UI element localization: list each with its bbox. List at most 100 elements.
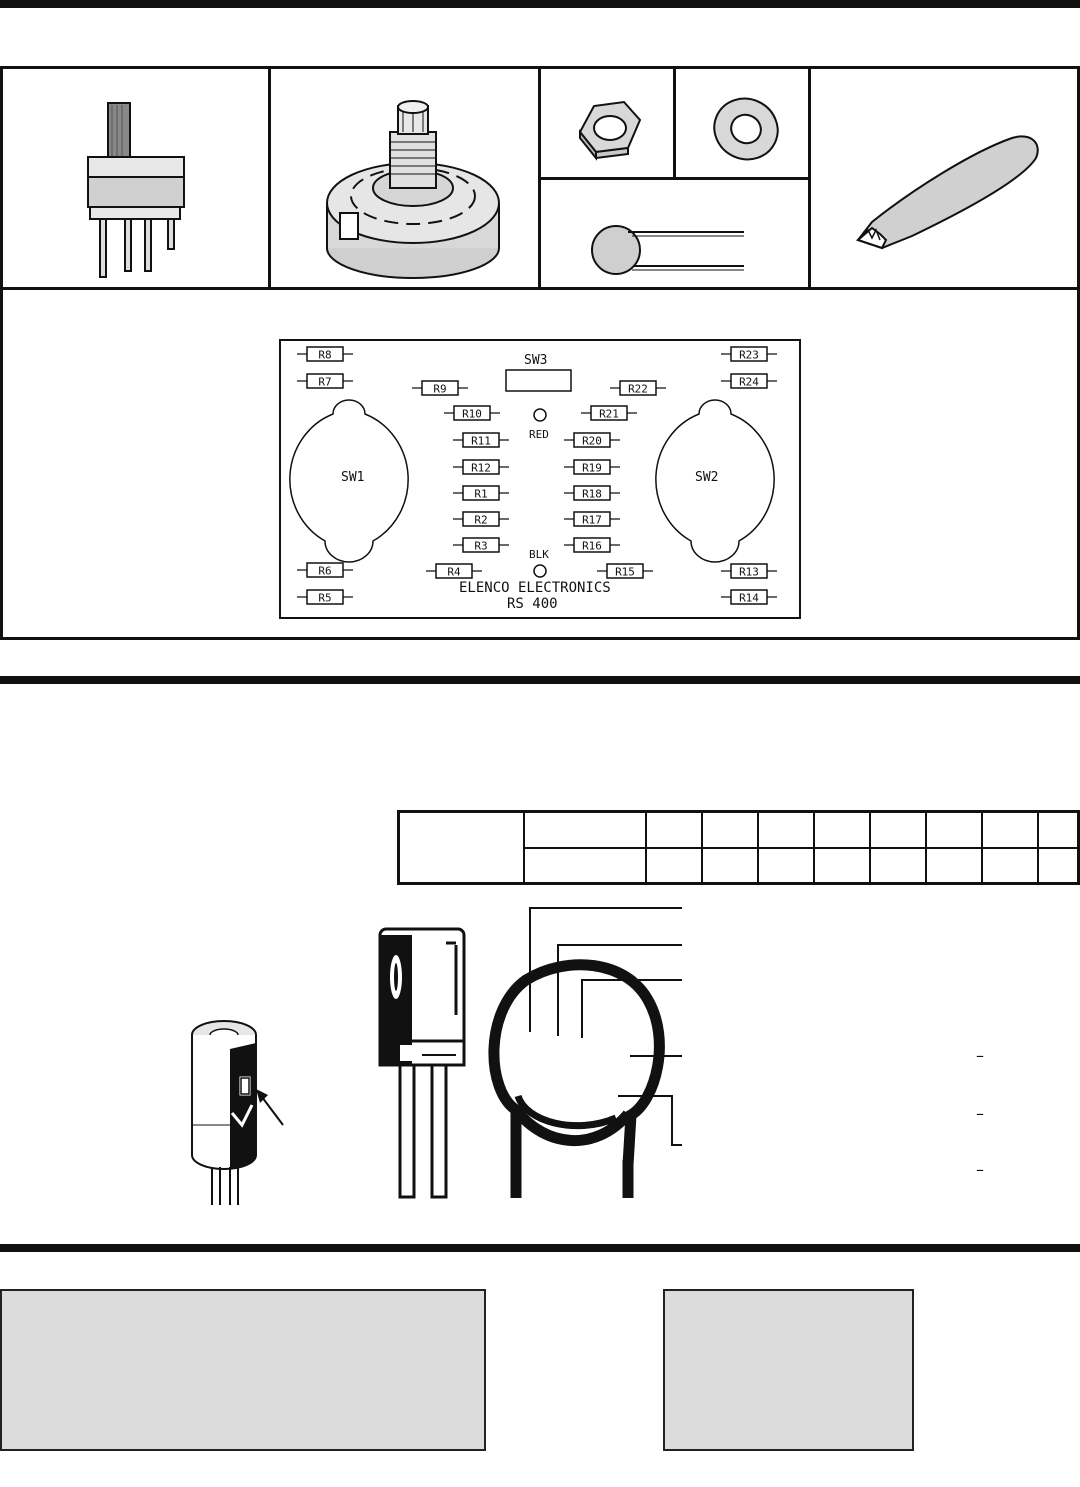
- resistor-footprint: R19: [564, 459, 620, 475]
- capacitor-mark: –: [976, 1104, 984, 1123]
- resistor-footprint: R3: [453, 537, 509, 553]
- resistor-label: R6: [318, 565, 331, 578]
- table-cell: [925, 846, 983, 885]
- resistor-footprint: R2: [453, 511, 509, 527]
- resistor-label: R11: [471, 435, 491, 448]
- resistor-footprint: R5: [297, 589, 353, 605]
- resistor-label: R9: [433, 383, 446, 396]
- table-cell: [925, 810, 983, 849]
- resistor-label: R24: [739, 376, 759, 389]
- resistor-label: R16: [582, 540, 602, 553]
- resistor-label: R2: [474, 514, 487, 527]
- resistor-label: R3: [474, 540, 487, 553]
- value-table: [397, 810, 1080, 885]
- gray-panel-left: [0, 1289, 486, 1451]
- panel-divider-3: [673, 66, 676, 178]
- table-cell: [523, 846, 647, 885]
- resistor-footprint: R17: [564, 511, 620, 527]
- resistor-footprint: R23: [721, 346, 777, 362]
- alligator-clip-image: [852, 130, 1044, 260]
- table-cell-label: [397, 810, 525, 885]
- resistor-label: R23: [739, 349, 759, 362]
- sw1-outline: [289, 399, 409, 563]
- sw2-label: SW2: [695, 470, 718, 485]
- resistor-label: R22: [628, 383, 648, 396]
- resistor-label: R17: [582, 514, 602, 527]
- hex-nut-image: [570, 92, 650, 162]
- resistor-footprint: R20: [564, 432, 620, 448]
- gray-panel-right: [663, 1289, 914, 1451]
- table-cell: [645, 810, 703, 849]
- resistor-footprint: R7: [297, 373, 353, 389]
- resistor-label: R20: [582, 435, 602, 448]
- table-cell: [701, 846, 759, 885]
- resistor-footprint: R4: [426, 563, 482, 579]
- table-cell: [981, 810, 1039, 849]
- table-cell: [757, 846, 815, 885]
- disc-capacitor-diagram: [486, 900, 691, 1200]
- resistor-label: R5: [318, 592, 331, 605]
- disc-capacitor-image: [588, 218, 748, 282]
- resistor-footprint: R21: [581, 405, 637, 421]
- resistor-label: R7: [318, 376, 331, 389]
- panel-divider-1: [268, 66, 271, 289]
- resistor-label: R1: [474, 488, 487, 501]
- panel-divider-5: [538, 177, 810, 180]
- table-cell: [645, 846, 703, 885]
- resistor-label: R14: [739, 592, 759, 605]
- pcb-layout: SW1 SW2 SW3 RED BLK ELENCO ELECTRONICS R…: [279, 339, 801, 619]
- resistor-footprint: R24: [721, 373, 777, 389]
- slide-switch-image: [70, 95, 200, 285]
- resistor-footprint: R6: [297, 562, 353, 578]
- middle-rule: [0, 676, 1080, 684]
- capacitor-mark: –: [976, 1046, 984, 1065]
- resistor-label: R18: [582, 488, 602, 501]
- bottom-rule: [0, 1244, 1080, 1252]
- electrolytic-capacitor-small: [186, 1015, 296, 1210]
- red-led-hole: [533, 408, 547, 422]
- resistor-label: R4: [447, 566, 461, 579]
- rotary-switch-image: [318, 98, 508, 288]
- resistor-footprint: R18: [564, 485, 620, 501]
- resistor-footprint: R8: [297, 346, 353, 362]
- resistor-label: R10: [462, 408, 482, 421]
- table-cell: [813, 810, 871, 849]
- blk-label: BLK: [529, 548, 549, 561]
- resistor-footprint: R1: [453, 485, 509, 501]
- table-cell: [869, 846, 927, 885]
- sw1-label: SW1: [341, 470, 364, 485]
- electrolytic-capacitor-large: [372, 925, 472, 1200]
- flat-washer-image: [706, 92, 786, 166]
- table-cell: [1037, 846, 1080, 885]
- resistor-label: R8: [318, 349, 331, 362]
- resistor-footprint: R15: [597, 563, 653, 579]
- sw3-label: SW3: [524, 353, 547, 368]
- resistor-footprint: R14: [721, 589, 777, 605]
- sw2-outline: [655, 399, 775, 563]
- resistor-label: R13: [739, 566, 759, 579]
- pcb-model-label: RS 400: [507, 596, 558, 612]
- red-label: RED: [529, 428, 549, 441]
- resistor-label: R15: [615, 566, 635, 579]
- resistor-footprint: R11: [453, 432, 509, 448]
- resistor-footprint: R13: [721, 563, 777, 579]
- resistor-footprint: R12: [453, 459, 509, 475]
- resistor-label: R21: [599, 408, 619, 421]
- resistor-footprint: R22: [610, 380, 666, 396]
- resistor-label: R19: [582, 462, 602, 475]
- resistor-footprint: R9: [412, 380, 468, 396]
- sw3-outline: [505, 369, 572, 392]
- table-cell: [701, 810, 759, 849]
- blk-led-hole: [533, 564, 547, 578]
- pcb-company-label: ELENCO ELECTRONICS: [459, 580, 611, 596]
- resistor-footprint: R10: [444, 405, 500, 421]
- capacitor-mark: –: [976, 1160, 984, 1179]
- table-cell: [757, 810, 815, 849]
- table-cell: [1037, 810, 1080, 849]
- top-rule: [0, 0, 1080, 8]
- table-cell: [813, 846, 871, 885]
- resistor-label: R12: [471, 462, 491, 475]
- table-cell: [981, 846, 1039, 885]
- table-cell: [523, 810, 647, 849]
